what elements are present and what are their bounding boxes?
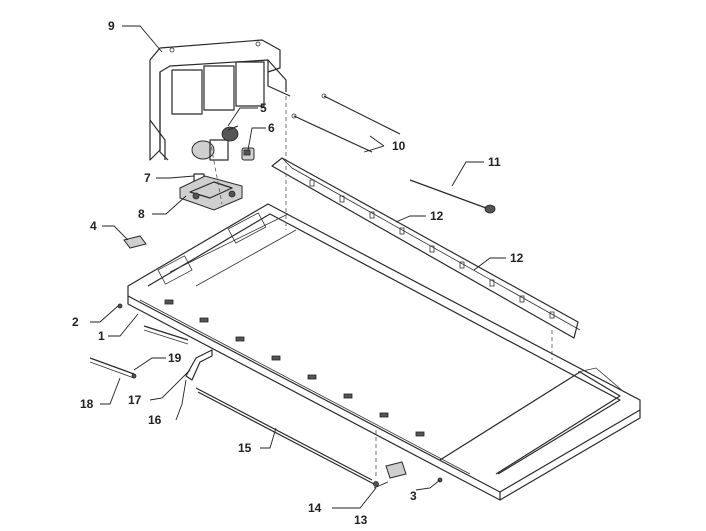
callout-11: 11: [488, 155, 501, 169]
underbody-bar: [195, 387, 375, 485]
callout-18: 18: [80, 397, 94, 411]
callout-5: 5: [260, 101, 267, 115]
winch: [191, 125, 239, 161]
callout-16: 16: [148, 413, 162, 427]
callout-12-upper: 12: [430, 209, 444, 223]
bed-deck: [127, 203, 641, 501]
callout-4: 4: [90, 219, 97, 233]
cable-assembly: [409, 179, 496, 214]
callout-2: 2: [72, 315, 79, 329]
callout-12-lower: 12: [510, 251, 524, 265]
fastener: [117, 303, 123, 309]
callout-6: 6: [268, 121, 275, 135]
leader-lines: [90, 25, 506, 509]
side-rail-strip: [271, 157, 581, 339]
callout-8: 8: [138, 207, 145, 221]
callout-10: 10: [392, 139, 406, 153]
callouts: 1 2 3 4 5 6 7 8 9 10 11 12 12 13 14 15 1…: [72, 19, 524, 527]
support-bracket: [185, 349, 213, 381]
callout-19: 19: [168, 351, 182, 365]
mounting-clip: [385, 461, 407, 479]
tie-rods: [291, 93, 401, 153]
callout-3: 3: [410, 489, 417, 503]
bolt: [373, 481, 379, 487]
callout-15: 15: [238, 441, 252, 455]
callout-1: 1: [98, 329, 105, 343]
callout-14: 14: [308, 501, 322, 515]
callout-17: 17: [128, 393, 142, 407]
headboard: [149, 39, 291, 161]
callout-13: 13: [354, 513, 368, 527]
angle-strip-upper: [143, 325, 189, 345]
assembly-guide-lines: [209, 96, 553, 478]
angle-strip-lower: [89, 357, 137, 379]
bracket-block: [123, 235, 147, 249]
callout-7: 7: [144, 171, 151, 185]
callout-9: 9: [108, 19, 115, 33]
winch-mount-assembly: [179, 175, 243, 211]
